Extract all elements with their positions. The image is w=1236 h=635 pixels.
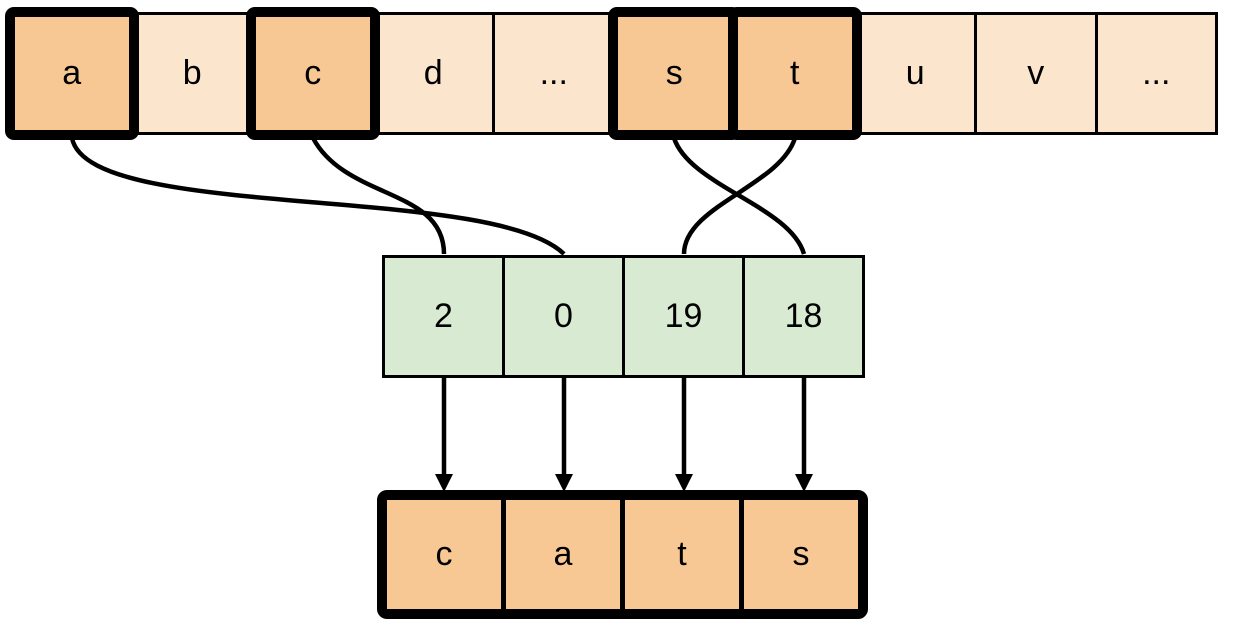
connector-t-to-index-19	[681, 137, 798, 255]
result-cell-t: t	[620, 500, 739, 609]
index-cell-19: 19	[622, 255, 745, 378]
arrow-index-18-to-result-s	[795, 376, 813, 492]
alphabet-cell-v: v	[974, 12, 1098, 135]
alphabet-cell-b: b	[130, 12, 254, 135]
index-cell-0: 0	[502, 255, 625, 378]
connector-a-to-index-0	[69, 137, 566, 256]
alphabet-cell-t: t	[728, 7, 862, 140]
arrow-index-19-to-result-t	[675, 376, 693, 492]
alphabet-cell-a: a	[5, 7, 139, 140]
result-cell-s: s	[739, 500, 858, 609]
alphabet-cell-d: d	[371, 12, 495, 135]
arrow-index-2-to-result-c	[435, 376, 453, 492]
index-cell-2: 2	[382, 255, 505, 378]
connector-s-to-index-18	[671, 137, 807, 255]
result-cell-a: a	[501, 500, 620, 609]
result-row: c a t s	[377, 490, 868, 619]
alphabet-cell-u: u	[853, 12, 977, 135]
index-cell-18: 18	[742, 255, 865, 378]
result-cell-c: c	[387, 500, 501, 609]
alphabet-cell-c: c	[246, 7, 380, 140]
arrow-index-0-to-result-a	[555, 376, 573, 492]
alphabet-cell-s: s	[607, 7, 741, 140]
alphabet-cell-ellipsis-2: ...	[1094, 12, 1218, 135]
alphabet-cell-ellipsis-1: ...	[492, 12, 616, 135]
connector-c-to-index-2	[311, 136, 447, 255]
